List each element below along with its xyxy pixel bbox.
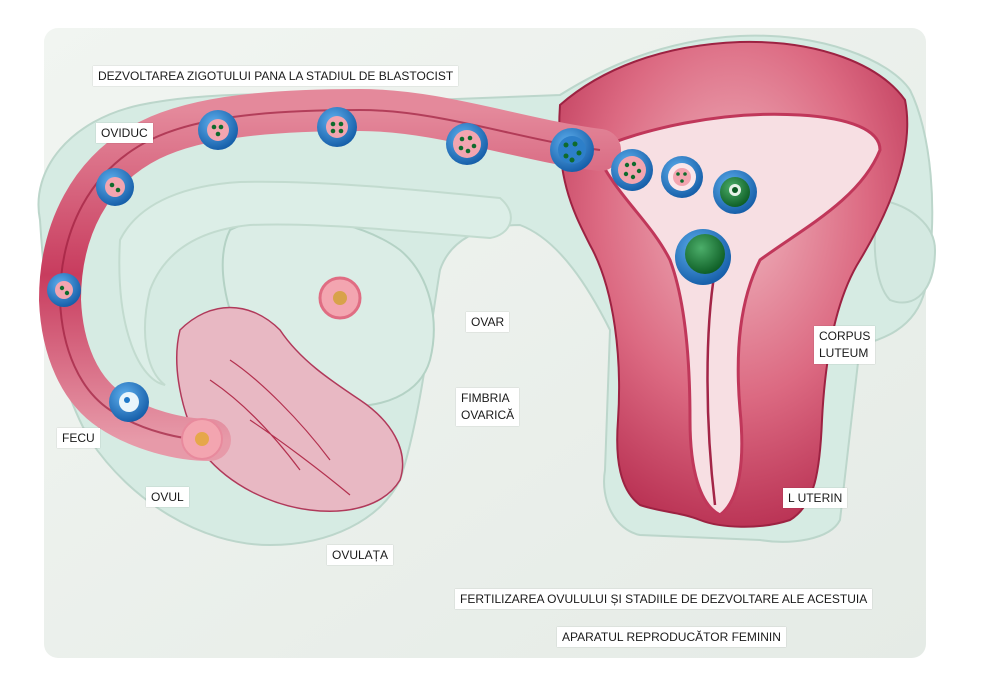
- stage-blue-6: [550, 128, 594, 172]
- label-corpus-line2: LUTEUM: [819, 346, 869, 360]
- label-corpus-line1: CORPUS: [819, 329, 871, 343]
- label-ovul: OVUL: [146, 487, 189, 507]
- label-footer-line1: FERTILIZAREA OVULULUI ȘI STADIILE DE DEZ…: [455, 589, 873, 609]
- label-ovar: OVAR: [466, 312, 510, 332]
- label-oviduct: OVIDUC: [96, 123, 153, 143]
- label-ovulata: OVULAȚA: [327, 545, 394, 565]
- fertilized-ovum: [109, 382, 149, 422]
- label-corpus-luteum: CORPUS LUTEUM: [814, 326, 876, 364]
- ovary-follicle: [318, 276, 362, 320]
- label-fimbria: FIMBRIA OVARICĂ: [456, 388, 520, 426]
- uterine-cavity: [593, 112, 882, 517]
- label-footer-line2: APARATUL REPRODUCĂTOR FEMININ: [557, 627, 786, 647]
- label-fimbria-line1: FIMBRIA: [461, 391, 510, 405]
- label-canal-uterin: L UTERIN: [783, 488, 848, 508]
- stage-implanted: [675, 229, 731, 285]
- inner-loop: [118, 180, 512, 386]
- stage-blue-8: [661, 156, 703, 198]
- stage-blue-7: [611, 149, 653, 191]
- stage-blue-3: [198, 110, 238, 150]
- round-ligament: [873, 198, 937, 304]
- stage-markers: [47, 107, 757, 307]
- stage-blue-1: [47, 273, 81, 307]
- stage-blue-2: [96, 168, 134, 206]
- stage-green-blastocyst: [713, 170, 757, 214]
- stage-blue-4: [317, 107, 357, 147]
- label-fimbria-line2: OVARICĂ: [461, 408, 515, 422]
- ovum: [181, 418, 223, 460]
- label-title-top: DEZVOLTAREA ZIGOTULUI PANA LA STADIUL DE…: [93, 66, 459, 86]
- stage-blue-5: [446, 123, 488, 165]
- label-fecundatie: FECU: [57, 428, 100, 448]
